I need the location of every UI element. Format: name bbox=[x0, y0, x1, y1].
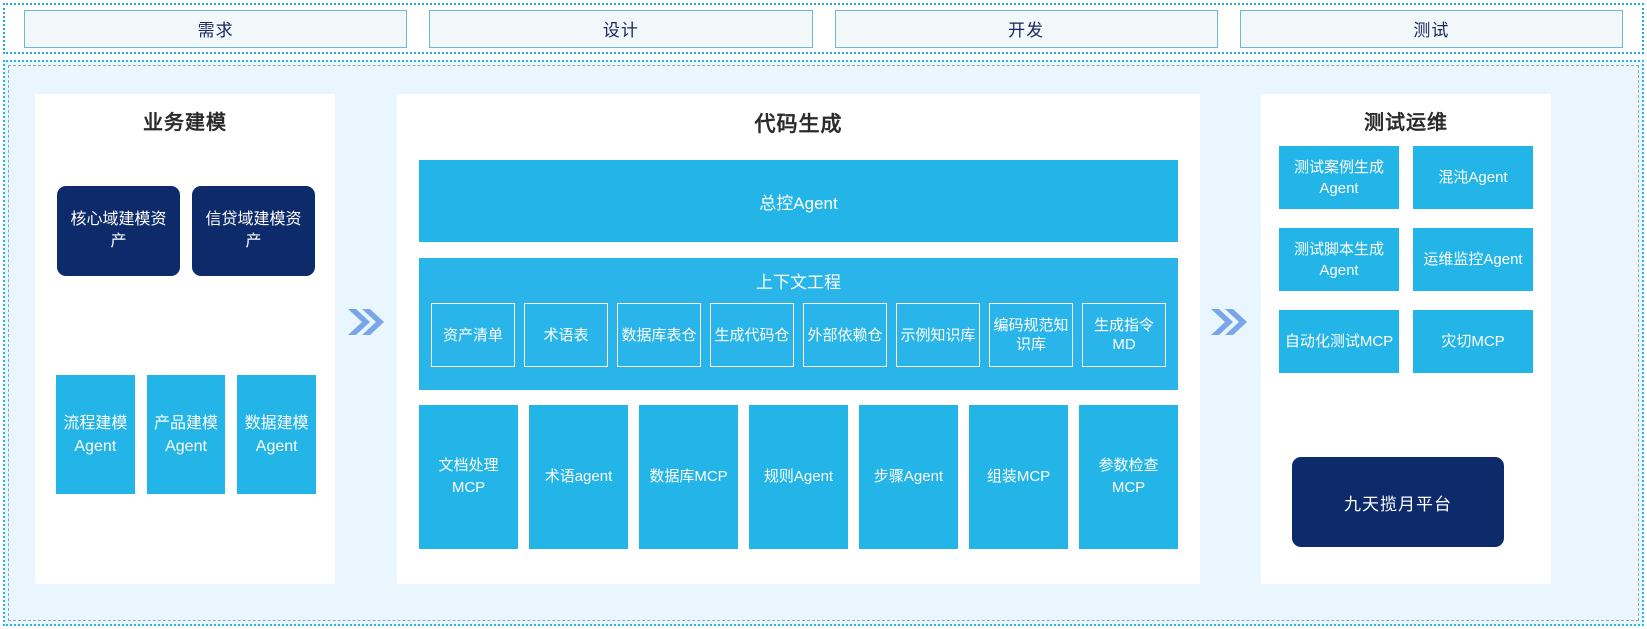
context-item-generation-instruction-md[interactable]: 生成指令MD bbox=[1082, 303, 1166, 367]
testops-grid-row: 测试脚本生成Agent 运维监控Agent bbox=[1279, 228, 1533, 291]
phase-tab-development[interactable]: 开发 bbox=[834, 9, 1218, 48]
context-item-glossary[interactable]: 术语表 bbox=[524, 303, 608, 367]
panel-title-business-modeling: 业务建模 bbox=[143, 112, 227, 134]
agent-card-data-modeling[interactable]: 数据建模Agent bbox=[237, 375, 317, 494]
phase-tab-testing[interactable]: 测试 bbox=[1239, 9, 1623, 48]
context-item-external-dependency-repo[interactable]: 外部依赖仓 bbox=[803, 303, 887, 367]
modeling-asset-row: 核心域建模资产 信贷域建模资产 bbox=[57, 186, 315, 276]
asset-card-core-domain[interactable]: 核心域建模资产 bbox=[57, 186, 180, 276]
asset-card-credit-domain[interactable]: 信贷域建模资产 bbox=[192, 186, 315, 276]
codegen-tool-row: 文档处理MCP 术语agent 数据库MCP 规则Agent 步骤Agent 组… bbox=[419, 405, 1178, 549]
context-item-coding-standard-knowledge-base[interactable]: 编码规范知识库 bbox=[989, 303, 1073, 367]
testops-card-automated-test-mcp[interactable]: 自动化测试MCP bbox=[1279, 310, 1399, 373]
panel-title-test-operations: 测试运维 bbox=[1364, 112, 1448, 134]
master-control-agent-bar[interactable]: 总控Agent bbox=[419, 160, 1178, 242]
double-chevron-right-icon bbox=[1206, 300, 1250, 344]
panel-test-operations: 测试运维 测试案例生成Agent 混沌Agent 测试脚本生成Agent 运维监… bbox=[1261, 94, 1551, 584]
phase-label: 开发 bbox=[1008, 21, 1045, 40]
phase-label: 需求 bbox=[197, 21, 234, 40]
agent-card-product-modeling[interactable]: 产品建模Agent bbox=[146, 375, 226, 494]
panel-business-modeling: 业务建模 核心域建模资产 信贷域建模资产 流程建模Agent 产品建模Agent… bbox=[35, 94, 335, 584]
platform-card-jiutian-lanyue[interactable]: 九天揽月平台 bbox=[1292, 457, 1504, 547]
testops-grid-row: 自动化测试MCP 灾切MCP bbox=[1279, 310, 1533, 373]
tool-card-glossary-agent[interactable]: 术语agent bbox=[529, 405, 628, 549]
agent-card-process-modeling[interactable]: 流程建模Agent bbox=[56, 375, 135, 494]
main-region-inner: 业务建模 核心域建模资产 信贷域建模资产 流程建模Agent 产品建模Agent… bbox=[8, 65, 1639, 621]
modeling-agent-row: 流程建模Agent 产品建模Agent 数据建模Agent bbox=[56, 375, 317, 494]
panel-code-generation: 代码生成 总控Agent 上下文工程 资产清单 术语表 数据库表仓 生成代码仓 … bbox=[397, 94, 1200, 584]
phase-label: 设计 bbox=[602, 21, 639, 40]
testops-card-test-script-generation-agent[interactable]: 测试脚本生成Agent bbox=[1279, 228, 1399, 291]
tool-card-step-agent[interactable]: 步骤Agent bbox=[859, 405, 958, 549]
context-item-generated-code-repo[interactable]: 生成代码仓 bbox=[710, 303, 794, 367]
phase-strip: 需求 设计 开发 测试 bbox=[3, 3, 1644, 54]
double-chevron-right-icon bbox=[343, 300, 387, 344]
testops-card-ops-monitoring-agent[interactable]: 运维监控Agent bbox=[1413, 228, 1533, 291]
context-item-example-knowledge-base[interactable]: 示例知识库 bbox=[896, 303, 980, 367]
tool-card-parameter-check-mcp[interactable]: 参数检查MCP bbox=[1079, 405, 1178, 549]
tool-card-database-mcp[interactable]: 数据库MCP bbox=[639, 405, 738, 549]
phase-label: 测试 bbox=[1413, 21, 1450, 40]
testops-card-disaster-switch-mcp[interactable]: 灾切MCP bbox=[1413, 310, 1533, 373]
testops-card-grid: 测试案例生成Agent 混沌Agent 测试脚本生成Agent 运维监控Agen… bbox=[1279, 146, 1533, 373]
testops-grid-row: 测试案例生成Agent 混沌Agent bbox=[1279, 146, 1533, 209]
main-region: 业务建模 核心域建模资产 信贷域建模资产 流程建模Agent 产品建模Agent… bbox=[3, 60, 1644, 626]
phase-tab-design[interactable]: 设计 bbox=[429, 9, 813, 48]
context-item-db-table-repo[interactable]: 数据库表仓 bbox=[617, 303, 701, 367]
context-engineering-title: 上下文工程 bbox=[756, 273, 841, 292]
tool-card-assembly-mcp[interactable]: 组装MCP bbox=[969, 405, 1068, 549]
context-engineering-block: 上下文工程 资产清单 术语表 数据库表仓 生成代码仓 外部依赖仓 示例知识库 编… bbox=[419, 258, 1178, 390]
tool-card-rule-agent[interactable]: 规则Agent bbox=[749, 405, 848, 549]
panel-title-code-generation: 代码生成 bbox=[754, 113, 843, 136]
phase-tab-requirements[interactable]: 需求 bbox=[24, 9, 408, 48]
testops-card-chaos-agent[interactable]: 混沌Agent bbox=[1413, 146, 1533, 209]
tool-card-document-processing-mcp[interactable]: 文档处理MCP bbox=[419, 405, 518, 549]
context-engineering-items: 资产清单 术语表 数据库表仓 生成代码仓 外部依赖仓 示例知识库 编码规范知识库… bbox=[419, 293, 1178, 367]
context-item-asset-list[interactable]: 资产清单 bbox=[431, 303, 515, 367]
testops-card-test-case-generation-agent[interactable]: 测试案例生成Agent bbox=[1279, 146, 1399, 209]
